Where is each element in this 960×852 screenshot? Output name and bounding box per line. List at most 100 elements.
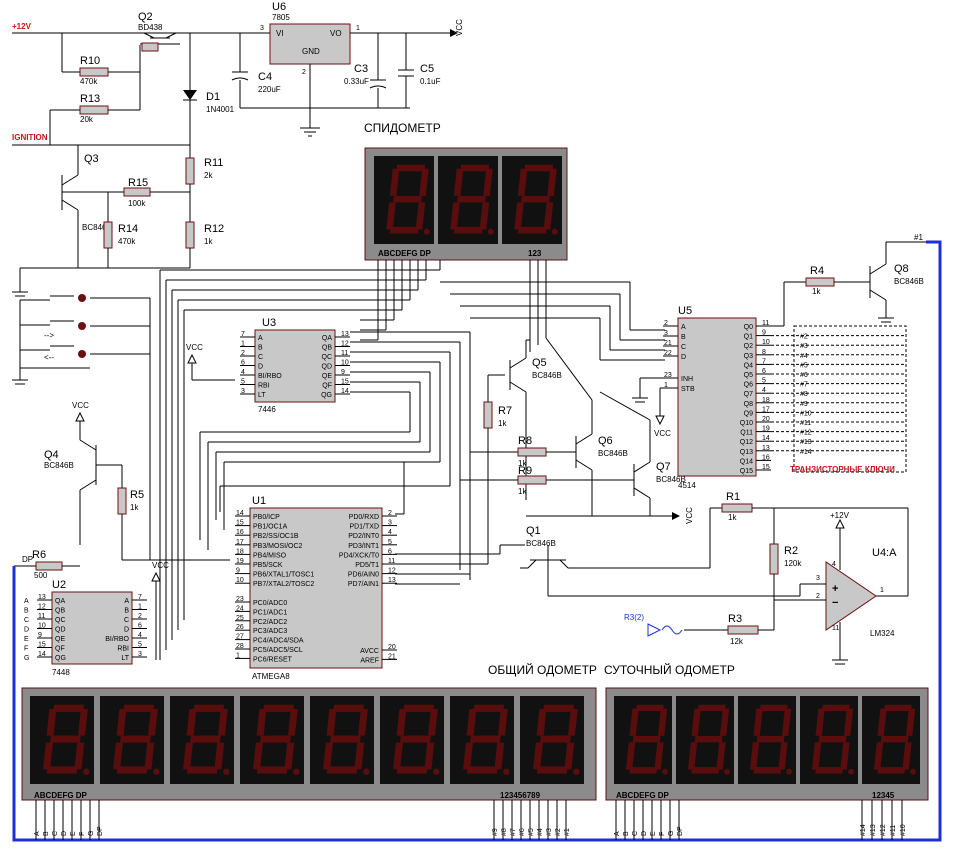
u1-pin-name: PB3/MOSI/OC2 [253, 543, 303, 550]
u1-pin-name: PD4/XCK/T0 [339, 552, 379, 559]
vcc-q4-label: VCC [72, 401, 89, 410]
u5-pin-name: STB [681, 386, 695, 393]
u4-pin4: 4 [832, 561, 836, 568]
u5-pin-net: #7 [800, 382, 808, 389]
r3-source-label: R3(2) [624, 613, 644, 622]
q6-label: Q6 [598, 435, 613, 447]
u5-pin-name: Q9 [744, 410, 753, 417]
trip-digit [800, 696, 858, 784]
u3-pin-name: QG [321, 392, 332, 399]
u1-pin-name: PD0/RXD [349, 514, 379, 521]
u6-gnd: GND [302, 47, 320, 56]
r8-value: 1k [518, 459, 527, 468]
u5-pin-num: 14 [762, 435, 770, 442]
u5-pin-name: Q2 [744, 343, 753, 350]
u3-pin-num: 15 [341, 379, 349, 386]
button-minus [78, 350, 86, 358]
odo-digit-pin: #1 [564, 828, 571, 836]
u3-pin-num: 7 [241, 331, 245, 338]
odo-digit-pin: #4 [537, 828, 544, 836]
u5-pin-name: Q8 [744, 401, 753, 408]
speedometer-title: СПИДОМЕТР [364, 121, 441, 135]
u1-pin-name: PD3/INT1 [348, 543, 379, 550]
u5-pin-net: #8 [800, 391, 808, 398]
u5-pin-num: 10 [762, 339, 770, 346]
u1-mcu: U1 ATMEGA8 14PB0/ICP15PB1/OC1A16PB2/SS/O… [235, 495, 397, 681]
u1-pin-num: 17 [236, 539, 244, 546]
u1-pin-num: 13 [388, 577, 396, 584]
r15-value: 100k [128, 199, 146, 208]
u2-pin-name: QE [55, 636, 65, 643]
u1-type: ATMEGA8 [252, 672, 290, 681]
q7-type: BC846B [656, 475, 686, 484]
u5-pin-net: #9 [800, 401, 808, 408]
u5-pin-num: 22 [664, 350, 672, 357]
u2-pin-num: 4 [138, 632, 142, 639]
u2-pin-num: 13 [38, 594, 46, 601]
u5-pin-num: 21 [664, 340, 672, 347]
u5-pin-name: Q6 [744, 382, 753, 389]
odo-seg-pin: B [43, 831, 50, 836]
u2-pin-net: A [24, 598, 29, 605]
u2-pin-num: 15 [38, 642, 46, 649]
speed-digit [438, 156, 498, 244]
u1-pin-name: PD1/TXD [349, 524, 379, 531]
u5-pin-net: #2 [800, 334, 808, 341]
r11-value: 2k [204, 171, 213, 180]
vcc-top-label: VCC [455, 19, 464, 36]
q4-label: Q4 [44, 449, 59, 461]
u3-pin-num: 14 [341, 388, 349, 395]
r10-resistor [79, 67, 109, 77]
odo-digit-pin: #7 [510, 828, 517, 836]
u1-pin-name: PB7/XTAL2/TOSC2 [253, 581, 314, 588]
u3-pin-num: 12 [341, 341, 349, 348]
r15-label: R15 [128, 177, 148, 189]
r7-label: R7 [498, 405, 512, 417]
trip-digit-pin: #14 [860, 824, 867, 836]
u6-vi: VI [276, 29, 284, 38]
trip-seg-pin: C [632, 831, 639, 836]
r14-label: R14 [118, 223, 138, 235]
c4-label: C4 [258, 71, 272, 83]
u3-pin-name: B [258, 345, 263, 352]
u1-pin-num: 11 [388, 558, 395, 565]
odo-dig-label: 123456789 [500, 791, 541, 800]
odo-seg-pin: C [52, 831, 59, 836]
r4-resistor [805, 277, 835, 287]
u5-pin-net: #13 [800, 439, 812, 446]
r4-value: 1k [812, 287, 821, 296]
u3-pin-name: LT [258, 392, 266, 399]
u1-pin-num: 18 [236, 548, 244, 555]
r12-value: 1k [204, 237, 213, 246]
u3-pin-num: 4 [241, 369, 245, 376]
u2-pin-num: 5 [138, 642, 142, 649]
u5-pin-name: Q11 [740, 430, 753, 437]
u1-pin-num: 19 [236, 558, 244, 565]
u2-pin-net: E [24, 636, 29, 643]
odo-digit-pin: #3 [546, 828, 553, 836]
buttons-section: --> <-- [12, 294, 150, 385]
u5-pin-net: #11 [800, 420, 811, 427]
trip-seg-pin: B [623, 831, 630, 836]
odo-seg-pin: D [61, 831, 68, 836]
d1-type: 1N4001 [206, 105, 235, 114]
q6-type: BC846B [598, 449, 628, 458]
u3-pin-num: 3 [241, 388, 245, 395]
odo-seg-pin: E [70, 831, 77, 836]
u1-pin-name: PC0/ADC0 [253, 600, 287, 607]
dp-label: DP [22, 555, 33, 564]
u6-regulator [269, 23, 351, 65]
r9-value: 1k [518, 487, 527, 496]
q7-label: Q7 [656, 461, 671, 473]
u5-pin-net: #3 [800, 343, 808, 350]
r12-label: R12 [204, 223, 224, 235]
q1-type: BC846B [526, 539, 556, 548]
u3-pin-num: 2 [241, 350, 245, 357]
r4-label: R4 [810, 265, 824, 277]
odo-digit [100, 696, 164, 784]
r10-label: R10 [80, 55, 100, 67]
trip-seg-pin: D [641, 831, 648, 836]
r1-value: 1k [728, 513, 737, 522]
u5-pin-num: 20 [762, 416, 770, 423]
